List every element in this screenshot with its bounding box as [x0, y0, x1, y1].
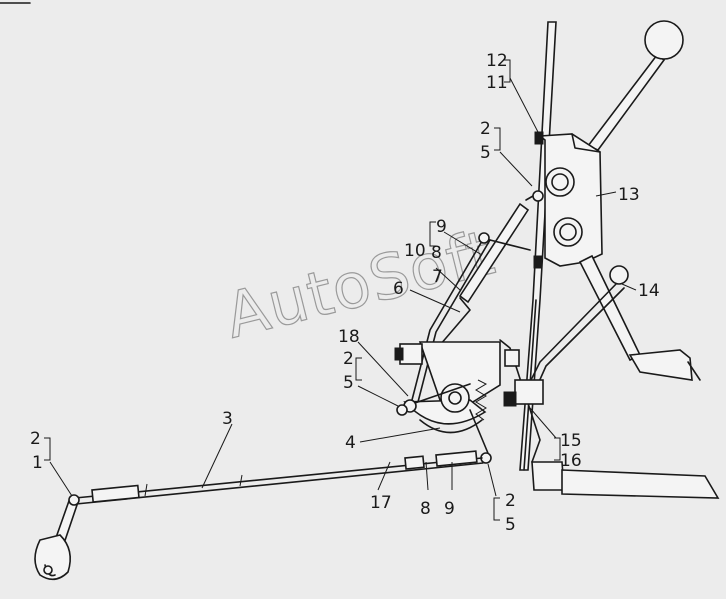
callout-5-top: 5 — [480, 143, 491, 163]
callout-10: 10 — [404, 241, 426, 261]
callout-9-upper: 9 — [436, 217, 447, 237]
callout-2-lower: 2 — [505, 491, 516, 511]
watermark-text: AutoSoft — [218, 215, 502, 352]
floor-bracket — [499, 339, 720, 499]
callout-1: 1 — [32, 453, 43, 473]
callout-15: 15 — [560, 431, 582, 451]
callout-2-top: 2 — [480, 119, 491, 139]
callout-8-upper: 8 — [431, 243, 442, 263]
lower-crank — [34, 494, 80, 581]
callout-2-left: 2 — [30, 429, 41, 449]
callout-3: 3 — [222, 409, 233, 429]
callout-4: 4 — [345, 433, 356, 453]
gear-lever — [586, 20, 684, 151]
lever-knob — [644, 20, 684, 60]
callout-6: 6 — [393, 279, 404, 299]
callout-13: 13 — [618, 185, 640, 205]
callout-2-mid: 2 — [343, 349, 354, 369]
pedal-assembly — [529, 254, 701, 385]
callout-7: 7 — [432, 267, 443, 287]
callout-labels: 12 11 2 5 13 9 10 8 7 6 14 18 2 5 3 4 15… — [30, 51, 660, 535]
callout-14: 14 — [638, 281, 660, 301]
callout-12: 12 — [486, 51, 508, 71]
callout-11: 11 — [486, 73, 508, 93]
callout-8-lower: 8 — [420, 499, 431, 519]
lower-bracket — [394, 341, 501, 464]
callout-17: 17 — [370, 493, 392, 513]
callout-5-mid: 5 — [343, 373, 354, 393]
leader-lines — [44, 59, 637, 521]
callout-18: 18 — [338, 327, 360, 347]
callout-9-lower: 9 — [444, 499, 455, 519]
callout-5-lower: 5 — [505, 515, 516, 535]
callout-16: 16 — [560, 451, 582, 471]
lever-housing — [533, 131, 603, 269]
main-rod — [74, 450, 484, 505]
pedal-knob — [609, 265, 629, 285]
upper-link-rods — [411, 190, 544, 403]
